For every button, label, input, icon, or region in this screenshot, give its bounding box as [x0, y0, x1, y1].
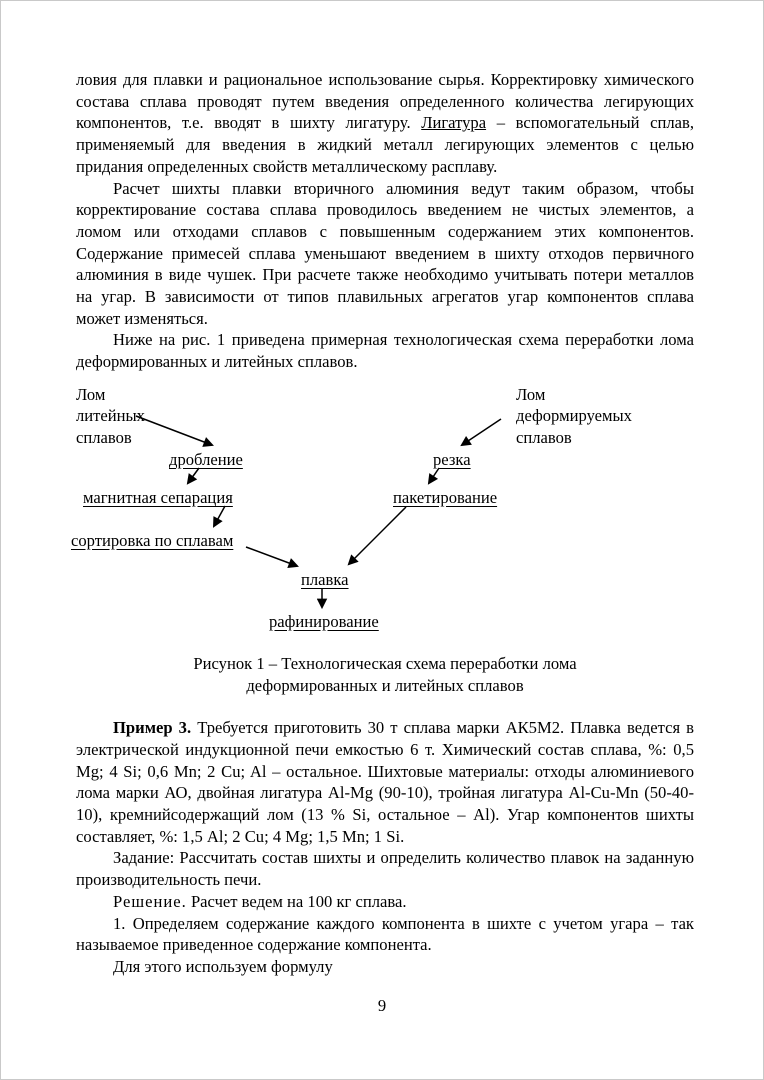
paragraph-intro-text-b: – вспомогательный сплав, применяемый для…	[76, 113, 695, 176]
node-deformed-alloy-scrap: Лом деформируемых сплавов	[516, 384, 632, 447]
paragraph-intro-text-a: ловия для плавки и рациональное использо…	[76, 70, 694, 133]
page-number: 9	[377, 996, 387, 1015]
arrow-cast-scrap-to-crushing	[135, 415, 214, 447]
paragraph-charge-calculation: Расчет шихты плавки вторичного алюминия …	[76, 178, 694, 328]
arrow-crushing-to-magnetic-separation	[186, 467, 200, 485]
paragraph-step-1: 1. Определяем содержание каждого компоне…	[76, 913, 694, 955]
example-3-label: Пример 3.	[113, 718, 192, 738]
solution-label: Решение.	[113, 891, 187, 911]
node-sorting-by-alloys: сортировка по сплавам	[71, 530, 234, 550]
paragraph-solution: Решение. Расчет ведем на 100 кг сплава.	[76, 891, 694, 913]
node-refining: рафинирование	[269, 611, 379, 631]
paragraph-example-3: Пример 3. Требуется приготовить 30 т спл…	[76, 717, 694, 847]
node-cast-alloy-scrap: Лом литейных сплавов	[76, 384, 145, 447]
node-melting: плавка	[301, 569, 349, 589]
node-cutting: резка	[433, 449, 471, 469]
example-3-text: Требуется приготовить 30 т сплава марки …	[76, 718, 695, 846]
arrow-deformed-scrap-to-cutting	[460, 418, 502, 447]
node-crushing: дробление	[169, 449, 243, 469]
node-magnetic-separation: магнитная сепарация	[83, 487, 233, 507]
paragraph-formula-intro: Для этого используем формулу	[113, 956, 333, 976]
node-packaging: пакетирование	[393, 487, 498, 507]
solution-text: Расчет ведем на 100 кг сплава.	[186, 891, 407, 911]
paragraph-intro: ловия для плавки и рациональное использо…	[76, 69, 694, 178]
arrow-sorting-to-melting	[245, 546, 299, 568]
arrow-packaging-to-melting	[347, 506, 407, 566]
arrow-cutting-to-packaging	[427, 467, 440, 485]
paragraph-task: Задание: Рассчитать состав шихты и опред…	[76, 848, 694, 890]
flow-diagram: Лом литейных сплавов Лом деформируемых с…	[71, 384, 694, 636]
flow-arrows	[135, 415, 502, 609]
figure-caption: Рисунок 1 – Технологическая схема перера…	[193, 653, 577, 695]
text-block: ловия для плавки и рациональное использо…	[71, 69, 694, 978]
paragraph-figure-intro: Ниже на рис. 1 приведена примерная техно…	[76, 330, 694, 372]
term-ligatura: Лигатура	[421, 113, 487, 133]
arrow-magnetic-separation-to-sorting	[212, 505, 226, 528]
